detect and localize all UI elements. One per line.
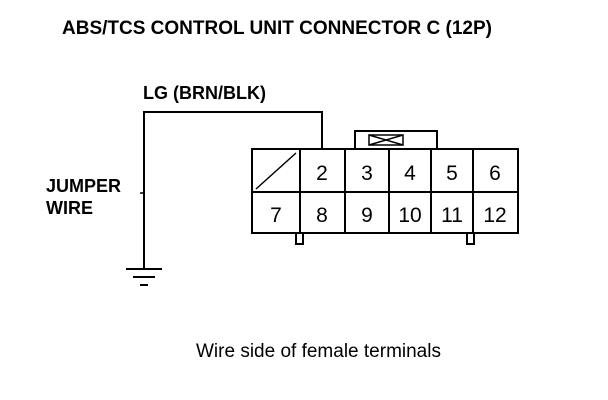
pin-11: 11 [441,204,463,227]
pin-12: 12 [483,204,506,227]
pin-5: 5 [446,162,458,185]
jumper-wire-label-line1: JUMPER [46,176,121,196]
blocked-cavity-icon [255,152,297,190]
pin-3: 3 [361,162,373,185]
pin-7: 7 [270,204,282,227]
lock-tab-icon [354,130,438,149]
wire-color-label: LG (BRN/BLK) [143,83,266,103]
pin-2: 2 [316,162,328,185]
ground-symbol-icon [126,268,162,286]
pin-10: 10 [398,204,421,227]
jumper-wire-label-line2: WIRE [46,198,93,218]
pin-8: 8 [316,204,328,227]
jumper-wire [143,111,323,268]
connector-key-tabs [295,233,475,245]
cavity-grid [252,149,518,233]
diagram-caption: Wire side of female terminals [196,341,441,362]
diagram-title: ABS/TCS CONTROL UNIT CONNECTOR C (12P) [62,18,492,39]
pin-6: 6 [489,162,501,185]
pin-4: 4 [404,162,416,185]
pin-9: 9 [361,204,373,227]
